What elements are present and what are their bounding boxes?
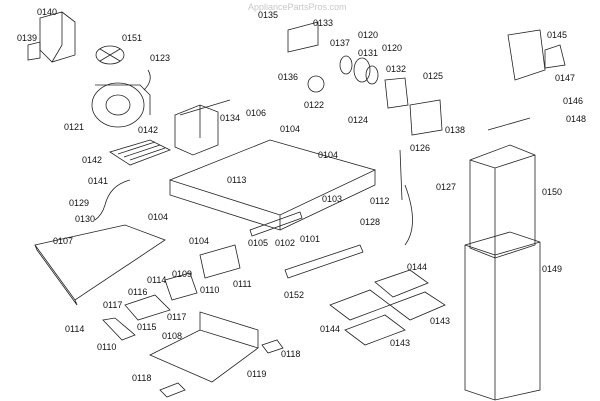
part-0105 [249, 211, 303, 237]
part-label-0114: 0114 [65, 324, 85, 334]
part-label-0139: 0139 [17, 33, 38, 43]
part-label-0108: 0108 [162, 331, 183, 341]
part-label-0132: 0132 [386, 64, 407, 74]
part-label-0112: 0112 [370, 196, 390, 206]
part-label-0141: 0141 [88, 176, 109, 186]
part-0118 [159, 339, 284, 398]
part-0129 [94, 179, 131, 221]
part-0106-hood [168, 139, 377, 216]
part-0107-plate [34, 224, 166, 306]
part-label-0121: 0121 [64, 122, 85, 132]
part-label-0104: 0104 [318, 150, 339, 160]
part-label-0120: 0120 [358, 30, 379, 40]
part-label-0137: 0137 [330, 38, 351, 48]
part-label-0109: 0109 [172, 269, 193, 279]
part-label-0104: 0104 [148, 212, 169, 222]
part-0121 [91, 82, 145, 128]
part-label-0152: 0152 [284, 290, 305, 300]
part-label-0117: 0117 [103, 300, 123, 310]
watermark: AppliancePartsPros.com [248, 2, 347, 12]
part-label-0136: 0136 [278, 72, 299, 82]
part-label-0143: 0143 [430, 316, 451, 326]
part-label-0150: 0150 [542, 187, 563, 197]
part-label-0106: 0106 [246, 108, 267, 118]
part-0144 [329, 269, 446, 346]
part-label-0113: 0113 [227, 175, 247, 185]
part-label-0126: 0126 [410, 143, 431, 153]
part-0150 [469, 144, 536, 259]
part-label-0105: 0105 [248, 238, 269, 248]
part-label-0118: 0118 [132, 373, 152, 383]
part-0139 [27, 41, 41, 61]
part-label-0116: 0116 [128, 287, 148, 297]
part-label-0142: 0142 [82, 155, 103, 165]
part-0138 [409, 99, 443, 136]
part-0152 [284, 244, 364, 279]
part-0149 [464, 231, 541, 401]
part-0133 [287, 21, 319, 53]
part-0126 [399, 149, 403, 201]
part-label-0101: 0101 [300, 234, 321, 244]
part-label-0148: 0148 [566, 114, 587, 124]
part-label-0129: 0129 [69, 198, 90, 208]
part-label-0144: 0144 [407, 262, 428, 272]
part-0123 [143, 69, 151, 91]
part-0132 [384, 77, 409, 109]
part-label-0146: 0146 [563, 96, 584, 106]
part-label-0151: 0151 [122, 33, 143, 43]
part-label-0140: 0140 [37, 7, 58, 17]
part-label-0133: 0133 [313, 18, 334, 28]
part-label-0127: 0127 [436, 182, 457, 192]
part-label-0147: 0147 [555, 73, 576, 83]
part-box [174, 104, 219, 156]
part-label-0142: 0142 [138, 125, 159, 135]
part-label-0118: 0118 [281, 349, 301, 359]
part-label-0104: 0104 [280, 124, 301, 134]
part-label-0117: 0117 [167, 312, 187, 322]
part-0141 [109, 139, 171, 166]
part-0145 [507, 29, 546, 81]
part-0134 [179, 99, 231, 116]
part-0110 [102, 272, 198, 341]
part-label-0125: 0125 [423, 71, 444, 81]
part-label-0115: 0115 [137, 322, 157, 332]
part-label-0123: 0123 [150, 53, 171, 63]
part-label-0110: 0110 [200, 285, 220, 295]
part-label-0143: 0143 [390, 338, 411, 348]
part-label-0130: 0130 [75, 214, 96, 224]
part-0120 [339, 55, 353, 75]
part-label-0144: 0144 [320, 324, 341, 334]
part-label-0149: 0149 [542, 264, 563, 274]
part-0119 [149, 311, 259, 383]
part-label-0122: 0122 [304, 100, 325, 110]
part-label-0102: 0102 [275, 238, 296, 248]
part-0151 [95, 45, 125, 65]
part-label-0103: 0103 [322, 194, 343, 204]
part-label-0131: 0131 [358, 48, 379, 58]
part-0122-detail [307, 75, 325, 93]
part-label-0145: 0145 [547, 30, 568, 40]
part-label-0107: 0107 [53, 236, 74, 246]
part-label-0128: 0128 [360, 217, 381, 227]
part-label-0119: 0119 [247, 369, 267, 379]
part-label-0114: 0114 [147, 275, 167, 285]
part-label-0138: 0138 [445, 125, 466, 135]
part-0115 [124, 294, 171, 321]
part-0111 [199, 244, 241, 279]
part-label-0120: 0120 [382, 43, 403, 53]
part-label-0135: 0135 [258, 10, 279, 20]
part-0140 [39, 11, 76, 63]
part-label-0104: 0104 [189, 236, 210, 246]
part-label-0124: 0124 [348, 115, 369, 125]
part-0147 [544, 44, 566, 69]
part-0148 [487, 117, 531, 131]
part-label-0134: 0134 [220, 113, 241, 123]
part-label-0110: 0110 [97, 342, 117, 352]
part-0131 [353, 57, 371, 83]
part-label-0111: 0111 [233, 279, 252, 289]
part-0127 [404, 184, 413, 246]
